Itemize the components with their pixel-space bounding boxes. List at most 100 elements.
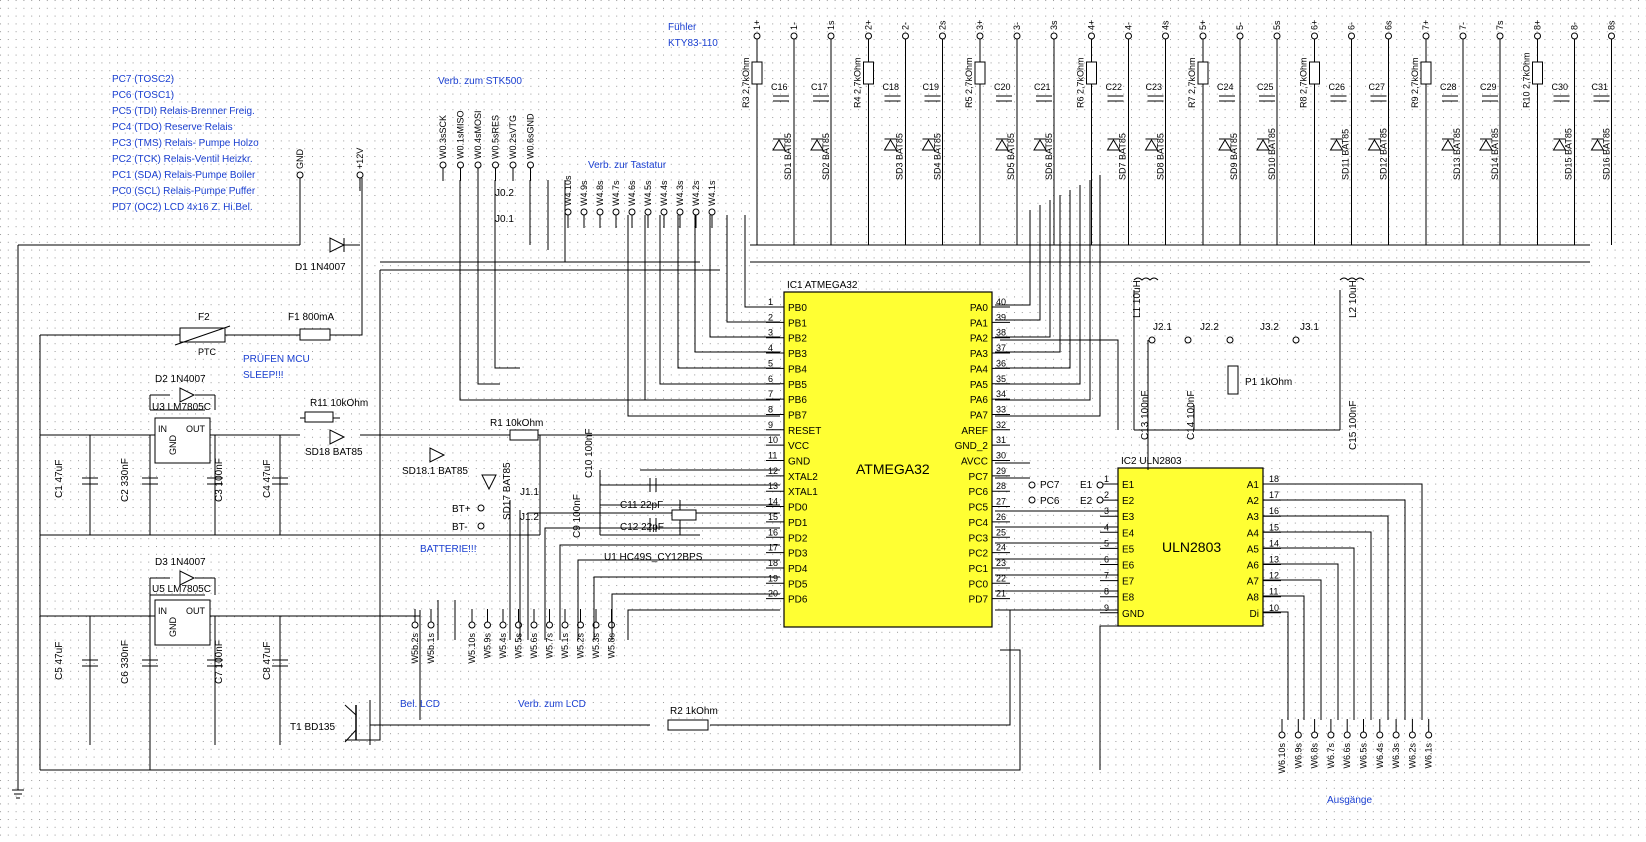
sensor-terminal[interactable] [1459,32,1467,40]
l1-label: L1 10uH [1132,280,1143,318]
sensor-terminal[interactable] [1162,32,1169,40]
keypad-pin-terminal[interactable] [596,208,604,216]
sensor-terminal[interactable] [1050,32,1058,40]
sensor-terminal[interactable] [1534,32,1541,40]
sensor-terminal[interactable] [1348,32,1355,40]
lcd-pin-terminal[interactable] [530,621,538,629]
sensor-terminal[interactable] [976,32,984,40]
output-pin-terminal[interactable] [1408,731,1416,739]
pc7-terminal[interactable] [1028,481,1036,489]
lcd-pin-terminal[interactable] [468,621,476,629]
sensor-terminal[interactable] [902,32,909,40]
e1-terminal[interactable] [1096,481,1104,489]
sensor-terminal[interactable] [827,32,835,40]
stk500-pin-terminal[interactable] [474,161,482,169]
j32-terminal[interactable] [1226,336,1234,344]
output-pin-terminal[interactable] [1294,731,1302,739]
lcd-pin-terminal[interactable] [515,621,522,629]
lcd-bel-pin-terminal[interactable] [427,621,435,629]
u3-out: OUT [186,424,206,434]
pc6-terminal[interactable] [1028,496,1036,504]
cap-wires [89,435,281,745]
keypad-pin-terminal[interactable] [628,208,636,216]
stk500-pin-label: W0.6sGND [526,113,536,159]
sensor-terminal[interactable] [1236,32,1244,40]
stk500-pin-label: W0.1sMISO [456,110,466,159]
e2-terminal[interactable] [1096,496,1104,504]
lcd-bel-pin-terminal[interactable] [411,621,419,629]
keypad-pin-terminal[interactable] [580,208,588,216]
output-pin-terminal[interactable] [1360,731,1367,739]
ic1-pin-number: 12 [768,466,778,476]
j22-terminal[interactable] [1184,336,1192,344]
sensor-terminal[interactable] [753,32,761,40]
j31-terminal[interactable] [1292,336,1300,344]
sensor-terminal[interactable] [939,32,946,40]
keypad-pin-terminal[interactable] [676,208,684,216]
output-pin-terminal[interactable] [1343,731,1351,739]
output-pin-terminal[interactable] [1376,731,1384,739]
ic1-pin-name: VCC [788,441,809,452]
lcd-pin-terminal[interactable] [484,621,491,629]
sensor-cap [1482,95,1498,102]
ic2-pin-number: 13 [1269,555,1279,565]
ic1-pin-name: PA6 [970,395,989,406]
output-pin-terminal[interactable] [1278,731,1286,739]
keypad-pin-terminal[interactable] [612,208,620,216]
stk500-pin-terminal[interactable] [492,161,499,169]
sensor-terminal[interactable] [790,32,798,40]
sensor-connector-label: 5s [1272,20,1282,30]
stk500-pin-terminal[interactable] [457,161,464,169]
j21-terminal[interactable] [1148,336,1156,344]
ic1-pin-name: PC3 [969,533,989,544]
stk500-pin-terminal[interactable] [439,161,447,169]
ic1-pin-name: PB5 [788,380,807,391]
sensor-terminal[interactable] [1125,32,1132,40]
keypad-pin-terminal[interactable] [692,208,700,216]
sensor-terminal[interactable] [1088,32,1095,40]
bt-minus-terminal[interactable] [477,522,485,530]
sensor-terminal[interactable] [1422,32,1430,40]
pc6-label: PC6 [1040,496,1060,507]
keypad-pin-terminal[interactable] [644,208,652,216]
note-fuehler-type: KTY83-110 [668,38,718,49]
ic1-pin-name: PD4 [788,564,808,575]
output-pin-terminal[interactable] [1327,731,1335,739]
sensor-terminal[interactable] [1571,32,1578,40]
output-pin-terminal[interactable] [1392,731,1400,739]
sensor-terminal[interactable] [1608,32,1615,40]
lcd-pin-terminal[interactable] [561,621,569,629]
sensor-terminal[interactable] [1013,32,1021,40]
output-pin-terminal[interactable] [1425,731,1433,739]
sensor-terminal[interactable] [1311,32,1318,40]
sensor-terminal[interactable] [1273,32,1281,40]
sensor-diode-label: SD14 BAT85 [1490,128,1500,180]
note-line: PC1 (SDA) Relais-Pumpe Boiler [112,170,256,181]
power-pin-terminal[interactable] [296,171,304,179]
sensor-terminal[interactable] [1199,32,1207,40]
ic1-pin-name: PD3 [788,549,808,560]
power-pin-label: GND [295,149,305,170]
sensor-resistor-label: R10 2,7kOhm [1522,52,1532,108]
keypad-pin-terminal[interactable] [660,208,668,216]
lcd-pin-label: W5.10s [467,633,477,664]
sensor-terminal[interactable] [1385,32,1392,40]
lcd-pin-terminal[interactable] [546,621,553,629]
output-pin-terminal[interactable] [1311,731,1319,739]
sensor-cap [996,95,1012,102]
sensor-cap [1259,95,1275,102]
lcd-pin-terminal[interactable] [499,621,507,629]
sensor-resistor [863,61,874,85]
sensor-terminal[interactable] [865,32,872,40]
keypad-pin-terminal[interactable] [708,208,716,216]
c14-label: C14 100nF [1186,391,1197,440]
ic1-pin-name: PC6 [969,487,989,498]
keypad-pin-terminal[interactable] [564,208,572,216]
power-pin-terminal[interactable] [356,171,364,179]
bt-plus-terminal[interactable] [477,504,485,512]
sensor-diode [1479,139,1493,151]
stk500-pin-terminal[interactable] [527,161,534,169]
stk500-pin-terminal[interactable] [509,161,517,169]
sensor-terminal[interactable] [1496,32,1504,40]
c9-label: C9 100nF [572,494,583,538]
